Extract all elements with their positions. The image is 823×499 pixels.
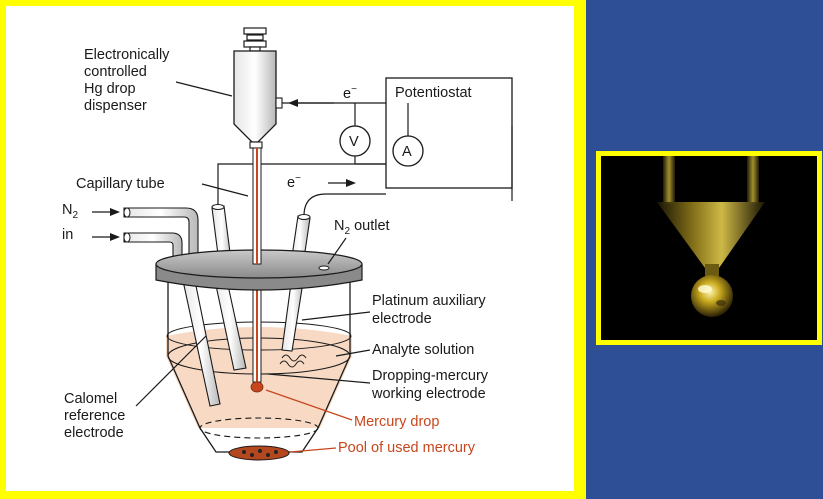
mercury-drop	[250, 381, 264, 393]
n2-in-label: N2	[62, 202, 78, 221]
n2-inlet-arrows	[92, 208, 120, 241]
dispenser-label: Electronically controlled Hg drop dispen…	[84, 47, 173, 114]
mercury-drop-leader	[265, 389, 353, 421]
dispenser-leader	[175, 81, 233, 97]
calomel-label: Calomel reference electrode	[64, 391, 129, 441]
electron-label-2: e−	[287, 173, 301, 191]
in-label: in	[62, 227, 73, 243]
calomel-leader	[135, 335, 207, 407]
diagram-canvas: Potentiostat	[6, 6, 574, 491]
dropping-mercury-label: Dropping-mercury working electrode	[371, 368, 492, 402]
ammeter-label: A	[402, 144, 412, 160]
n2-outlet-label: N2 outlet	[334, 218, 390, 237]
hg-drop-dispenser	[233, 50, 277, 143]
n2-outlet-leader	[327, 237, 347, 265]
capillary-label: Capillary tube	[76, 176, 165, 192]
platinum-leader	[301, 311, 371, 321]
diagram-frame: Potentiostat	[0, 0, 586, 499]
electron-label-1: e−	[343, 84, 357, 102]
polarography-cell-diagram: Potentiostat	[62, 27, 513, 461]
pool-leader	[289, 447, 337, 453]
dispenser-knob	[243, 27, 267, 52]
voltmeter-label: V	[349, 134, 359, 150]
electron-flow-arrow-2	[328, 179, 356, 187]
mercury-drop-label: Mercury drop	[354, 414, 439, 430]
electron-flow-arrow-1	[288, 99, 334, 107]
pool-label: Pool of used mercury	[338, 440, 476, 456]
voltmeter	[339, 125, 371, 157]
potentiostat-label: Potentiostat	[395, 85, 472, 101]
ammeter	[392, 135, 424, 167]
platinum-label: Platinum auxiliary electrode	[372, 293, 490, 327]
analyte-label: Analyte solution	[372, 342, 474, 358]
dropping-mercury-leader	[267, 373, 371, 384]
mercury-pool	[228, 445, 290, 461]
mercury-drop-photo	[601, 156, 817, 340]
analyte-leader	[335, 349, 371, 357]
photo-frame	[596, 151, 822, 345]
capillary-leader	[201, 183, 249, 197]
mercury-drop-illustration	[601, 156, 817, 340]
